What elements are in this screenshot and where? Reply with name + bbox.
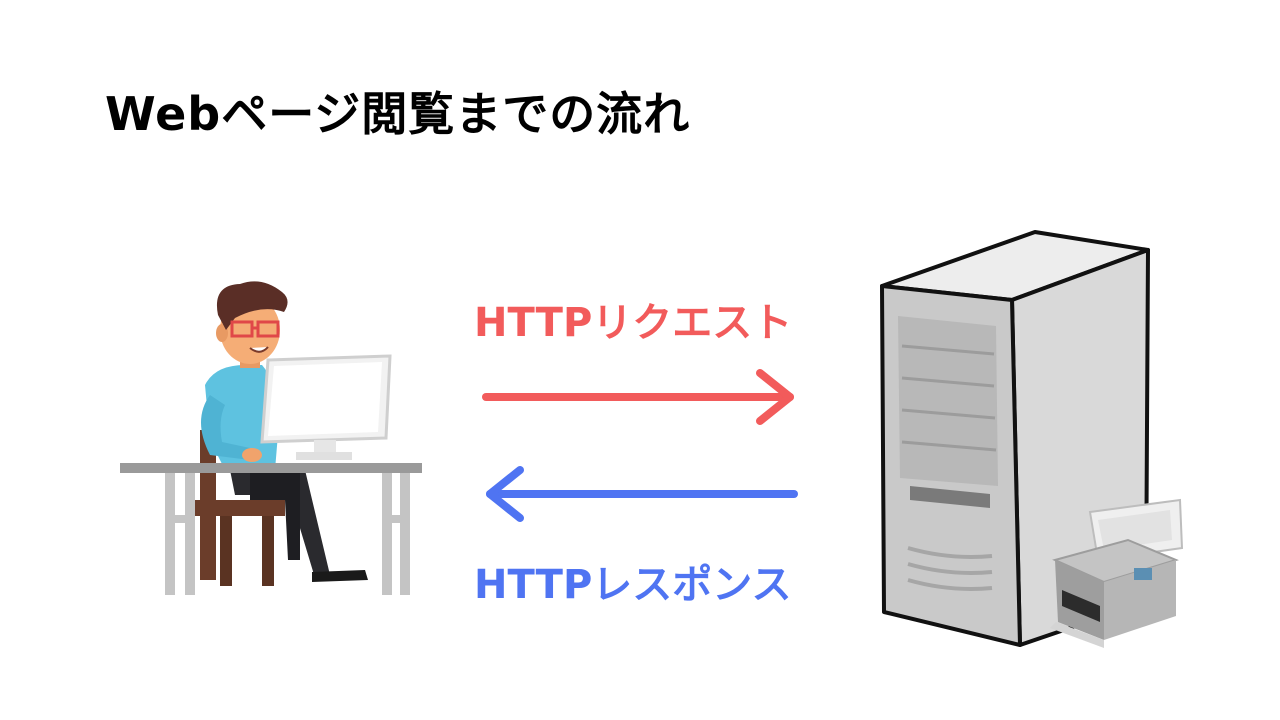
http-request-label: HTTPリクエスト <box>474 300 793 346</box>
page-title: Webページ閲覧までの流れ <box>105 87 691 141</box>
http-response-label: HTTPレスポンス <box>474 562 792 608</box>
